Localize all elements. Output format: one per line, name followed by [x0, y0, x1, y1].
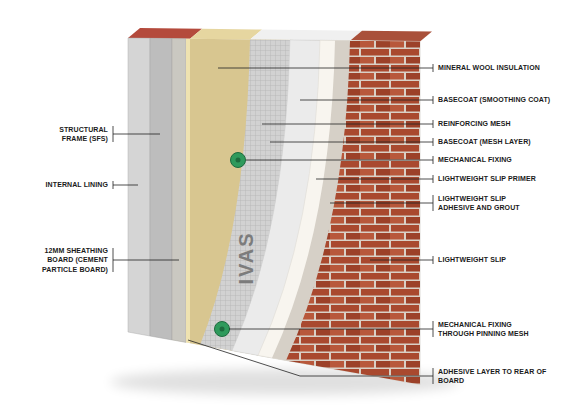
leader-line	[262, 120, 433, 128]
internal-lining-layer	[128, 38, 150, 336]
part-label: BASECOAT (MESH LAYER)	[438, 137, 531, 146]
leader-line	[270, 138, 433, 146]
watermark: IVAS	[236, 231, 256, 284]
leader-line	[188, 340, 433, 384]
top-face-render	[250, 30, 362, 41]
structural-frame-layer	[150, 38, 172, 340]
part-label: LIGHTWEIGHT SLIP	[438, 255, 506, 264]
top-face-insulation	[190, 29, 262, 40]
leader-lines	[113, 64, 433, 384]
leader-line	[370, 256, 433, 264]
part-label: LIGHTWEIGHT SLIP PRIMER	[438, 174, 536, 183]
part-label: LIGHTWEIGHT SLIP ADHESIVE AND GROUT	[438, 194, 533, 212]
adhesive-layer	[186, 39, 190, 344]
brick-slip-layer	[286, 41, 420, 385]
mechanical-fixing	[231, 153, 246, 168]
leader-line	[229, 321, 433, 337]
leader-line	[300, 96, 433, 104]
primer-layer	[258, 40, 420, 384]
mechanical-fixing	[215, 322, 230, 337]
mesh-layer	[200, 40, 420, 385]
part-label: BASECOAT (SMOOTHING COAT)	[438, 95, 550, 104]
part-label: REINFORCING MESH	[438, 119, 511, 128]
grout-layer	[272, 41, 420, 385]
top-face-lining	[128, 28, 202, 39]
part-label: MECHANICAL FIXING THROUGH PINNING MESH	[438, 320, 538, 338]
part-label: INTERNAL LINING	[46, 180, 108, 189]
leader-line	[330, 195, 433, 211]
part-label: MECHANICAL FIXING	[438, 155, 512, 164]
fixing-centre	[220, 327, 225, 332]
sheathing-board-layer	[172, 39, 186, 343]
smoothing-coat-layer	[232, 40, 420, 385]
mineral-wool-layer	[190, 39, 420, 385]
leader-line	[113, 181, 138, 189]
fixing-centre	[236, 158, 241, 163]
leader-line	[246, 156, 433, 164]
leader-line	[218, 64, 433, 72]
top-face-slip	[350, 31, 432, 42]
part-label: STRUCTURAL FRAME (SFS)	[46, 125, 108, 143]
leader-line	[316, 175, 433, 183]
part-label: MINERAL WOOL INSULATION	[438, 63, 540, 72]
part-label: 12MM SHEATHING BOARD (CEMENT PARTICLE BO…	[20, 246, 108, 273]
leader-line	[113, 248, 179, 272]
part-label: ADHESIVE LAYER TO REAR OF BOARD	[438, 367, 550, 385]
leader-line	[113, 126, 160, 142]
